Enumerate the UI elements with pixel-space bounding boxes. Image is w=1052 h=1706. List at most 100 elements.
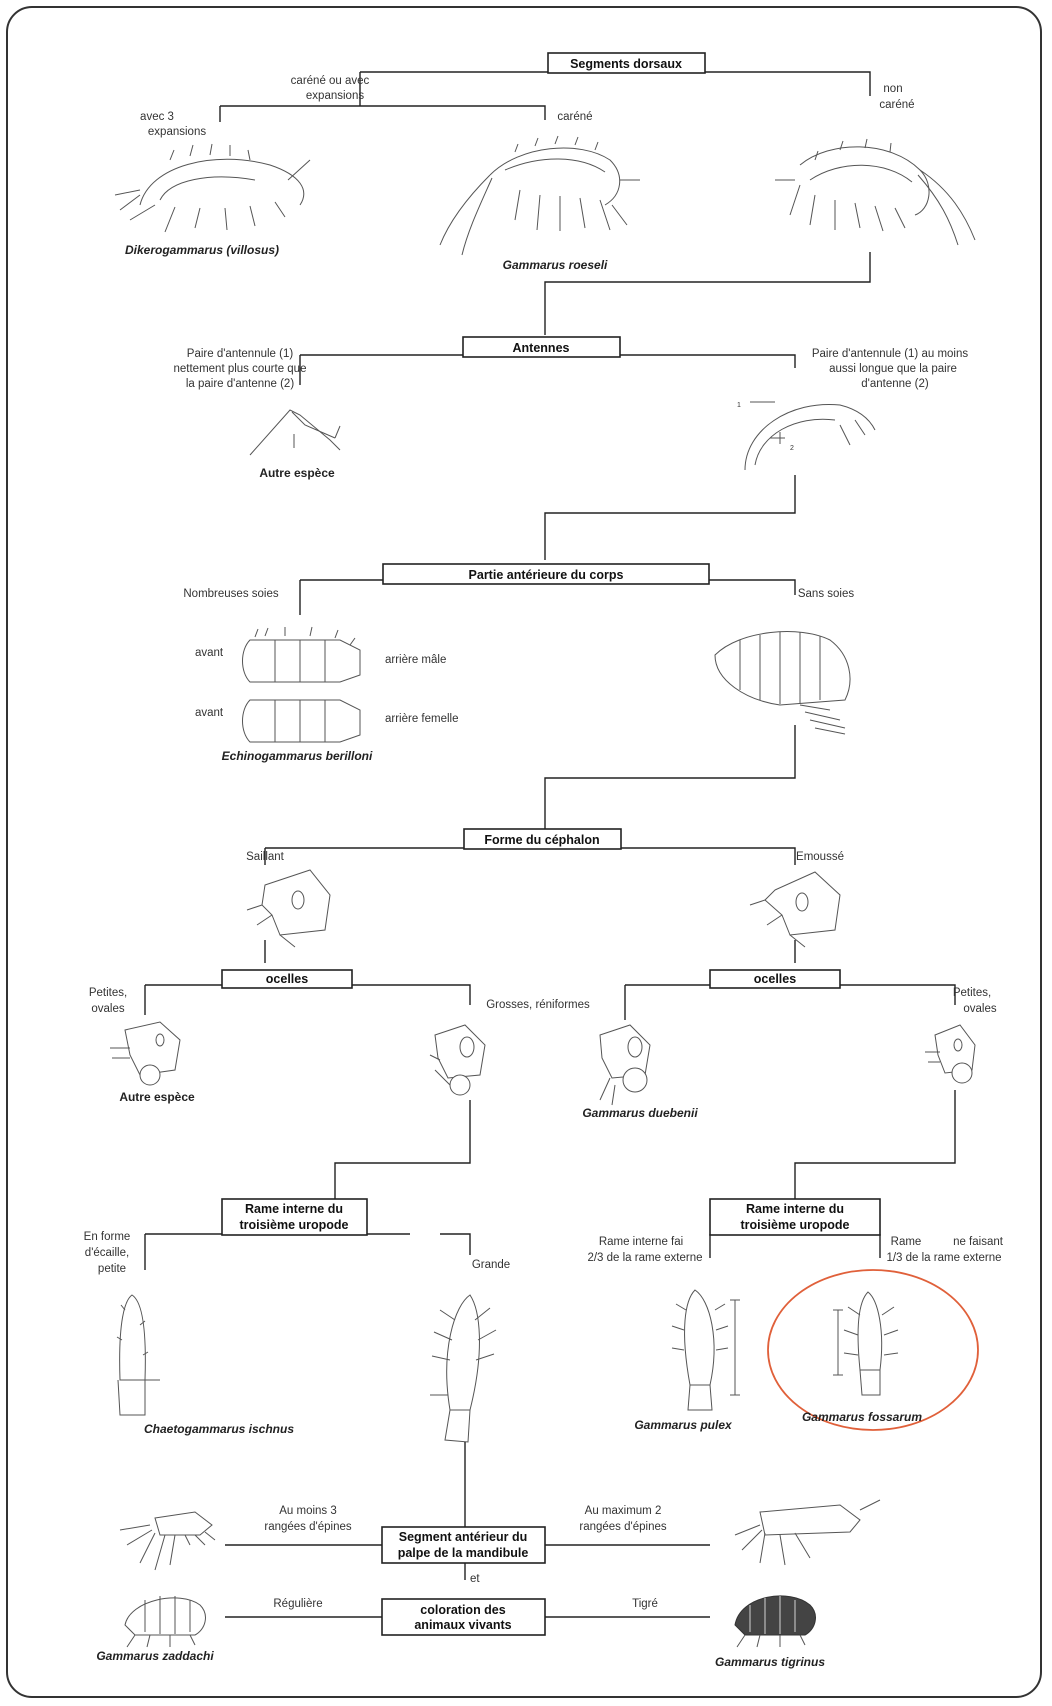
node-antennes <box>462 336 621 358</box>
label-au-moins-3-rangees: rangées d'épines <box>264 1521 351 1533</box>
gammarus-duebenii-illustration <box>599 1024 651 1106</box>
node-ocelles-right-text: ocelles <box>754 972 796 986</box>
label-nombreuses-soies: Nombreuses soies <box>183 588 278 600</box>
label-avec-3-expansions: expansions <box>148 126 206 138</box>
gammarus-pulex-uropod-illustration <box>671 1289 740 1411</box>
label-petite: petite <box>98 1263 126 1275</box>
node-uropode-left-text-2: troisième uropode <box>239 1218 348 1232</box>
node-uropode-right <box>709 1198 881 1236</box>
label-non: non <box>883 83 902 95</box>
species-echinogammarus: Echinogammarus berilloni <box>222 749 373 763</box>
label-arrow-2: 2 <box>790 445 794 452</box>
gammarus-tigrinus-illustration <box>734 1595 816 1648</box>
mandible-3rows-illustration <box>119 1511 216 1571</box>
label-grande: Grande <box>472 1259 510 1271</box>
label-sans-soies: Sans soies <box>798 588 855 600</box>
label-d-ecaille: d'écaille, <box>85 1247 129 1259</box>
node-cephalon <box>463 828 622 850</box>
label-antennule-longue-1: Paire d'antennule (1) au moins <box>812 348 969 360</box>
label-rame-2-3-2: 2/3 de la rame externe <box>587 1252 702 1264</box>
label-arrow-1: 1 <box>737 402 741 409</box>
node-mandible-text-2: palpe de la mandibule <box>398 1546 529 1560</box>
label-carene: caréné <box>557 111 592 123</box>
label-expansions: expansions <box>306 90 364 102</box>
antenna-short-illustration <box>249 409 341 456</box>
level-anterior-body: Partie antérieure du corps Nombreuses so… <box>183 475 854 763</box>
cephalon-emousse-illustration <box>749 871 841 948</box>
gammarus-roeseli-illustration <box>439 135 640 256</box>
node-mandible <box>381 1526 546 1564</box>
node-ocelles-left-text: ocelles <box>266 972 308 986</box>
highlight-circle-fossarum <box>767 1269 979 1431</box>
level-antennes: Antennes Paire d'antennule (1) nettement… <box>174 252 969 480</box>
species-chaetogammarus: Chaetogammarus ischnus <box>144 1422 294 1436</box>
sans-soies-illustration <box>714 631 851 735</box>
species-gammarus-zaddachi: Gammarus zaddachi <box>96 1649 214 1663</box>
label-avant-1: avant <box>195 647 224 659</box>
node-ocelles-right <box>709 969 841 989</box>
label-en-forme: En forme <box>84 1231 131 1243</box>
node-antennes-text: Antennes <box>513 341 570 355</box>
node-dorsal-segments <box>547 52 706 74</box>
species-gammarus-duebenii: Gammarus duebenii <box>582 1106 698 1120</box>
grande-uropod-illustration <box>430 1294 497 1443</box>
node-uropode-left-text-1: Rame interne du <box>245 1202 343 1216</box>
label-emousse: Emoussé <box>796 851 844 863</box>
node-uropode-right-text-1: Rame interne du <box>746 1202 844 1216</box>
label-au-maximum-2-rangees: rangées d'épines <box>579 1521 666 1533</box>
species-dikerogammarus: Dikerogammarus (villosus) <box>125 243 279 257</box>
label-antennule-longue-3: d'antenne (2) <box>861 378 929 390</box>
label-rame-1-3-a: Rame <box>891 1236 922 1248</box>
node-ocelles-left <box>221 969 353 989</box>
species-gammarus-fossarum: Gammarus fossarum <box>802 1410 922 1424</box>
node-cephalon-text: Forme du céphalon <box>484 833 599 847</box>
antenna-long-illustration <box>744 401 876 471</box>
label-tigre: Tigré <box>632 1598 658 1610</box>
ocelle-small-left-illustration <box>110 1021 181 1086</box>
species-gammarus-roeseli: Gammarus roeseli <box>503 258 608 272</box>
label-ovales-right: ovales <box>963 1003 996 1015</box>
label-arriere-male: arrière mâle <box>385 654 446 666</box>
node-mandible-text-1: Segment antérieur du <box>399 1530 528 1544</box>
mandible-2rows-illustration <box>734 1499 881 1566</box>
label-saillant: Saillant <box>246 851 285 863</box>
non-carene-illustration <box>775 138 976 246</box>
label-antennule-courte-3: la paire d'antenne (2) <box>186 378 294 390</box>
label-petites-right: Petites, <box>953 987 991 999</box>
label-non-carene: caréné <box>879 99 914 111</box>
level-ocelles: ocelles ocelles Petites, ovales Grosses,… <box>89 940 997 1120</box>
species-gammarus-tigrinus: Gammarus tigrinus <box>715 1655 825 1669</box>
label-au-moins-3: Au moins 3 <box>279 1505 337 1517</box>
level-dorsal-segments: Segments dorsaux caréné ou avec expansio… <box>114 52 976 272</box>
level-cephalon: Forme du céphalon Saillant Emoussé <box>246 725 844 948</box>
label-carene-ou-avec: caréné ou avec <box>291 75 370 87</box>
node-uropode-right-text-2: troisième uropode <box>740 1218 849 1232</box>
node-coloration-text-1: coloration des <box>420 1603 505 1617</box>
label-antennule-courte-2: nettement plus courte que <box>174 363 307 375</box>
node-coloration-text-2: animaux vivants <box>414 1618 511 1632</box>
node-anterior-body <box>382 563 710 585</box>
label-rame-1-3-b: ne faisant <box>953 1236 1004 1248</box>
ocelle-big-left-illustration <box>429 1024 486 1096</box>
label-arriere-femelle: arrière femelle <box>385 713 459 725</box>
label-grosses-reniformes: Grosses, réniformes <box>486 999 590 1011</box>
chaetogammarus-uropod-illustration <box>116 1294 160 1416</box>
species-autre-espece-1: Autre espèce <box>259 466 335 480</box>
label-et: et <box>470 1573 480 1585</box>
label-au-maximum-2: Au maximum 2 <box>585 1505 662 1517</box>
level-mandible-coloration: Segment antérieur du palpe de la mandibu… <box>96 1442 881 1669</box>
node-dorsal-segments-text: Segments dorsaux <box>570 57 682 71</box>
label-reguliere: Régulière <box>273 1598 322 1610</box>
label-rame-1-3-2: 1/3 de la rame externe <box>886 1252 1001 1264</box>
label-petites-left: Petites, <box>89 987 127 999</box>
dikerogammarus-illustration <box>114 143 311 233</box>
label-ovales-left: ovales <box>91 1003 124 1015</box>
gammarus-zaddachi-illustration <box>124 1596 206 1648</box>
echinogammarus-illustration <box>242 626 361 743</box>
node-uropode-left <box>221 1198 368 1236</box>
species-gammarus-pulex: Gammarus pulex <box>634 1418 733 1432</box>
label-avant-2: avant <box>195 707 224 719</box>
ocelle-small-right-illustration <box>925 1024 976 1084</box>
node-coloration <box>381 1598 546 1636</box>
